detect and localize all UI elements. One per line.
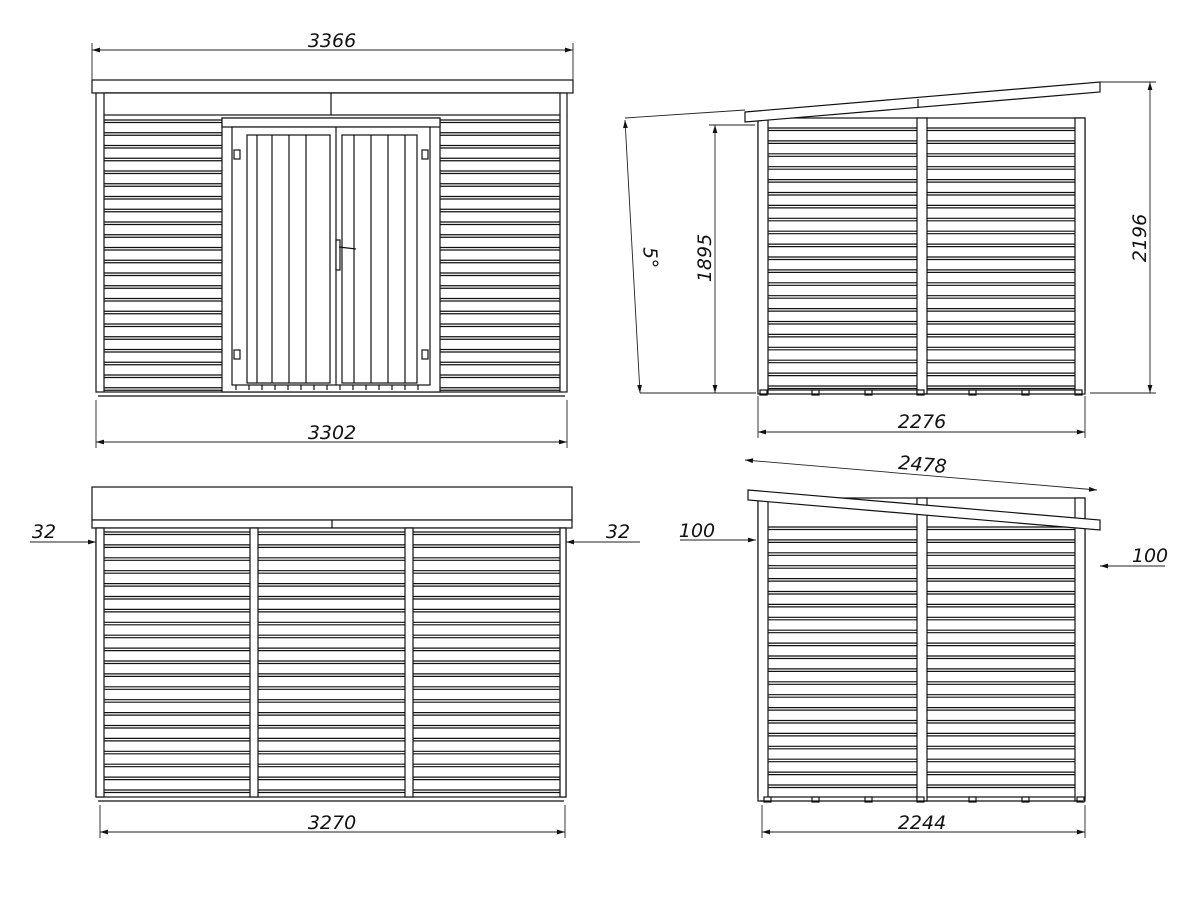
dimension-label: 2244 bbox=[898, 812, 946, 834]
center-post bbox=[916, 497, 928, 802]
angle-label: 5° bbox=[638, 246, 661, 269]
side-roof bbox=[744, 81, 1101, 123]
foundation-block bbox=[1021, 796, 1030, 803]
door-handle-icon bbox=[335, 239, 357, 271]
front-view: 3366 3302 bbox=[91, 30, 574, 448]
foundation-block bbox=[811, 796, 820, 803]
dimension-label: 100 bbox=[679, 520, 715, 542]
foundation-block bbox=[1021, 389, 1030, 396]
side-view-left: 2478 100 100 2244 bbox=[679, 452, 1168, 838]
front-roof bbox=[91, 79, 574, 94]
dimension-label: 3302 bbox=[308, 422, 356, 444]
dimension-label: 1895 bbox=[694, 234, 716, 282]
foundation-block bbox=[763, 796, 772, 803]
angle-line bbox=[623, 119, 642, 394]
post bbox=[404, 527, 414, 798]
side-view-right: 2276 2196 1895 5° bbox=[623, 81, 1156, 438]
dimension-label: 2196 bbox=[1129, 214, 1151, 262]
foundation-block bbox=[759, 389, 768, 396]
dimension-label: 32 bbox=[606, 521, 630, 543]
back-roof bbox=[91, 486, 573, 521]
corner-post bbox=[1074, 497, 1086, 802]
foundation-block bbox=[1076, 796, 1085, 803]
post bbox=[95, 527, 105, 798]
dimension-label: 2276 bbox=[898, 411, 946, 433]
dimension-line bbox=[744, 458, 1098, 492]
center-post bbox=[916, 117, 928, 395]
foundation-block bbox=[968, 389, 977, 396]
foundation-block bbox=[864, 796, 873, 803]
foundation-block bbox=[916, 389, 925, 396]
foundation-block bbox=[864, 389, 873, 396]
dimension-label: 3366 bbox=[308, 30, 356, 52]
dimension-label: 100 bbox=[1132, 545, 1168, 567]
dimension-label: 2478 bbox=[897, 452, 947, 478]
post bbox=[559, 527, 567, 798]
door-leaf-right bbox=[341, 134, 418, 384]
front-fascia bbox=[103, 92, 561, 116]
dimension-label: 32 bbox=[32, 521, 56, 543]
foundation-block bbox=[1074, 389, 1083, 396]
back-wall bbox=[95, 527, 567, 798]
foundation-block bbox=[811, 389, 820, 396]
side-roof bbox=[747, 489, 1101, 531]
hinge-icon bbox=[233, 149, 429, 360]
corner-post bbox=[757, 497, 769, 802]
post bbox=[249, 527, 259, 798]
foundation-block bbox=[916, 796, 925, 803]
corner-post bbox=[1074, 117, 1086, 395]
foundation-block bbox=[968, 796, 977, 803]
dimension-label: 3270 bbox=[308, 812, 356, 834]
corner-post bbox=[757, 117, 769, 395]
back-view: 32 32 3270 bbox=[30, 486, 640, 838]
